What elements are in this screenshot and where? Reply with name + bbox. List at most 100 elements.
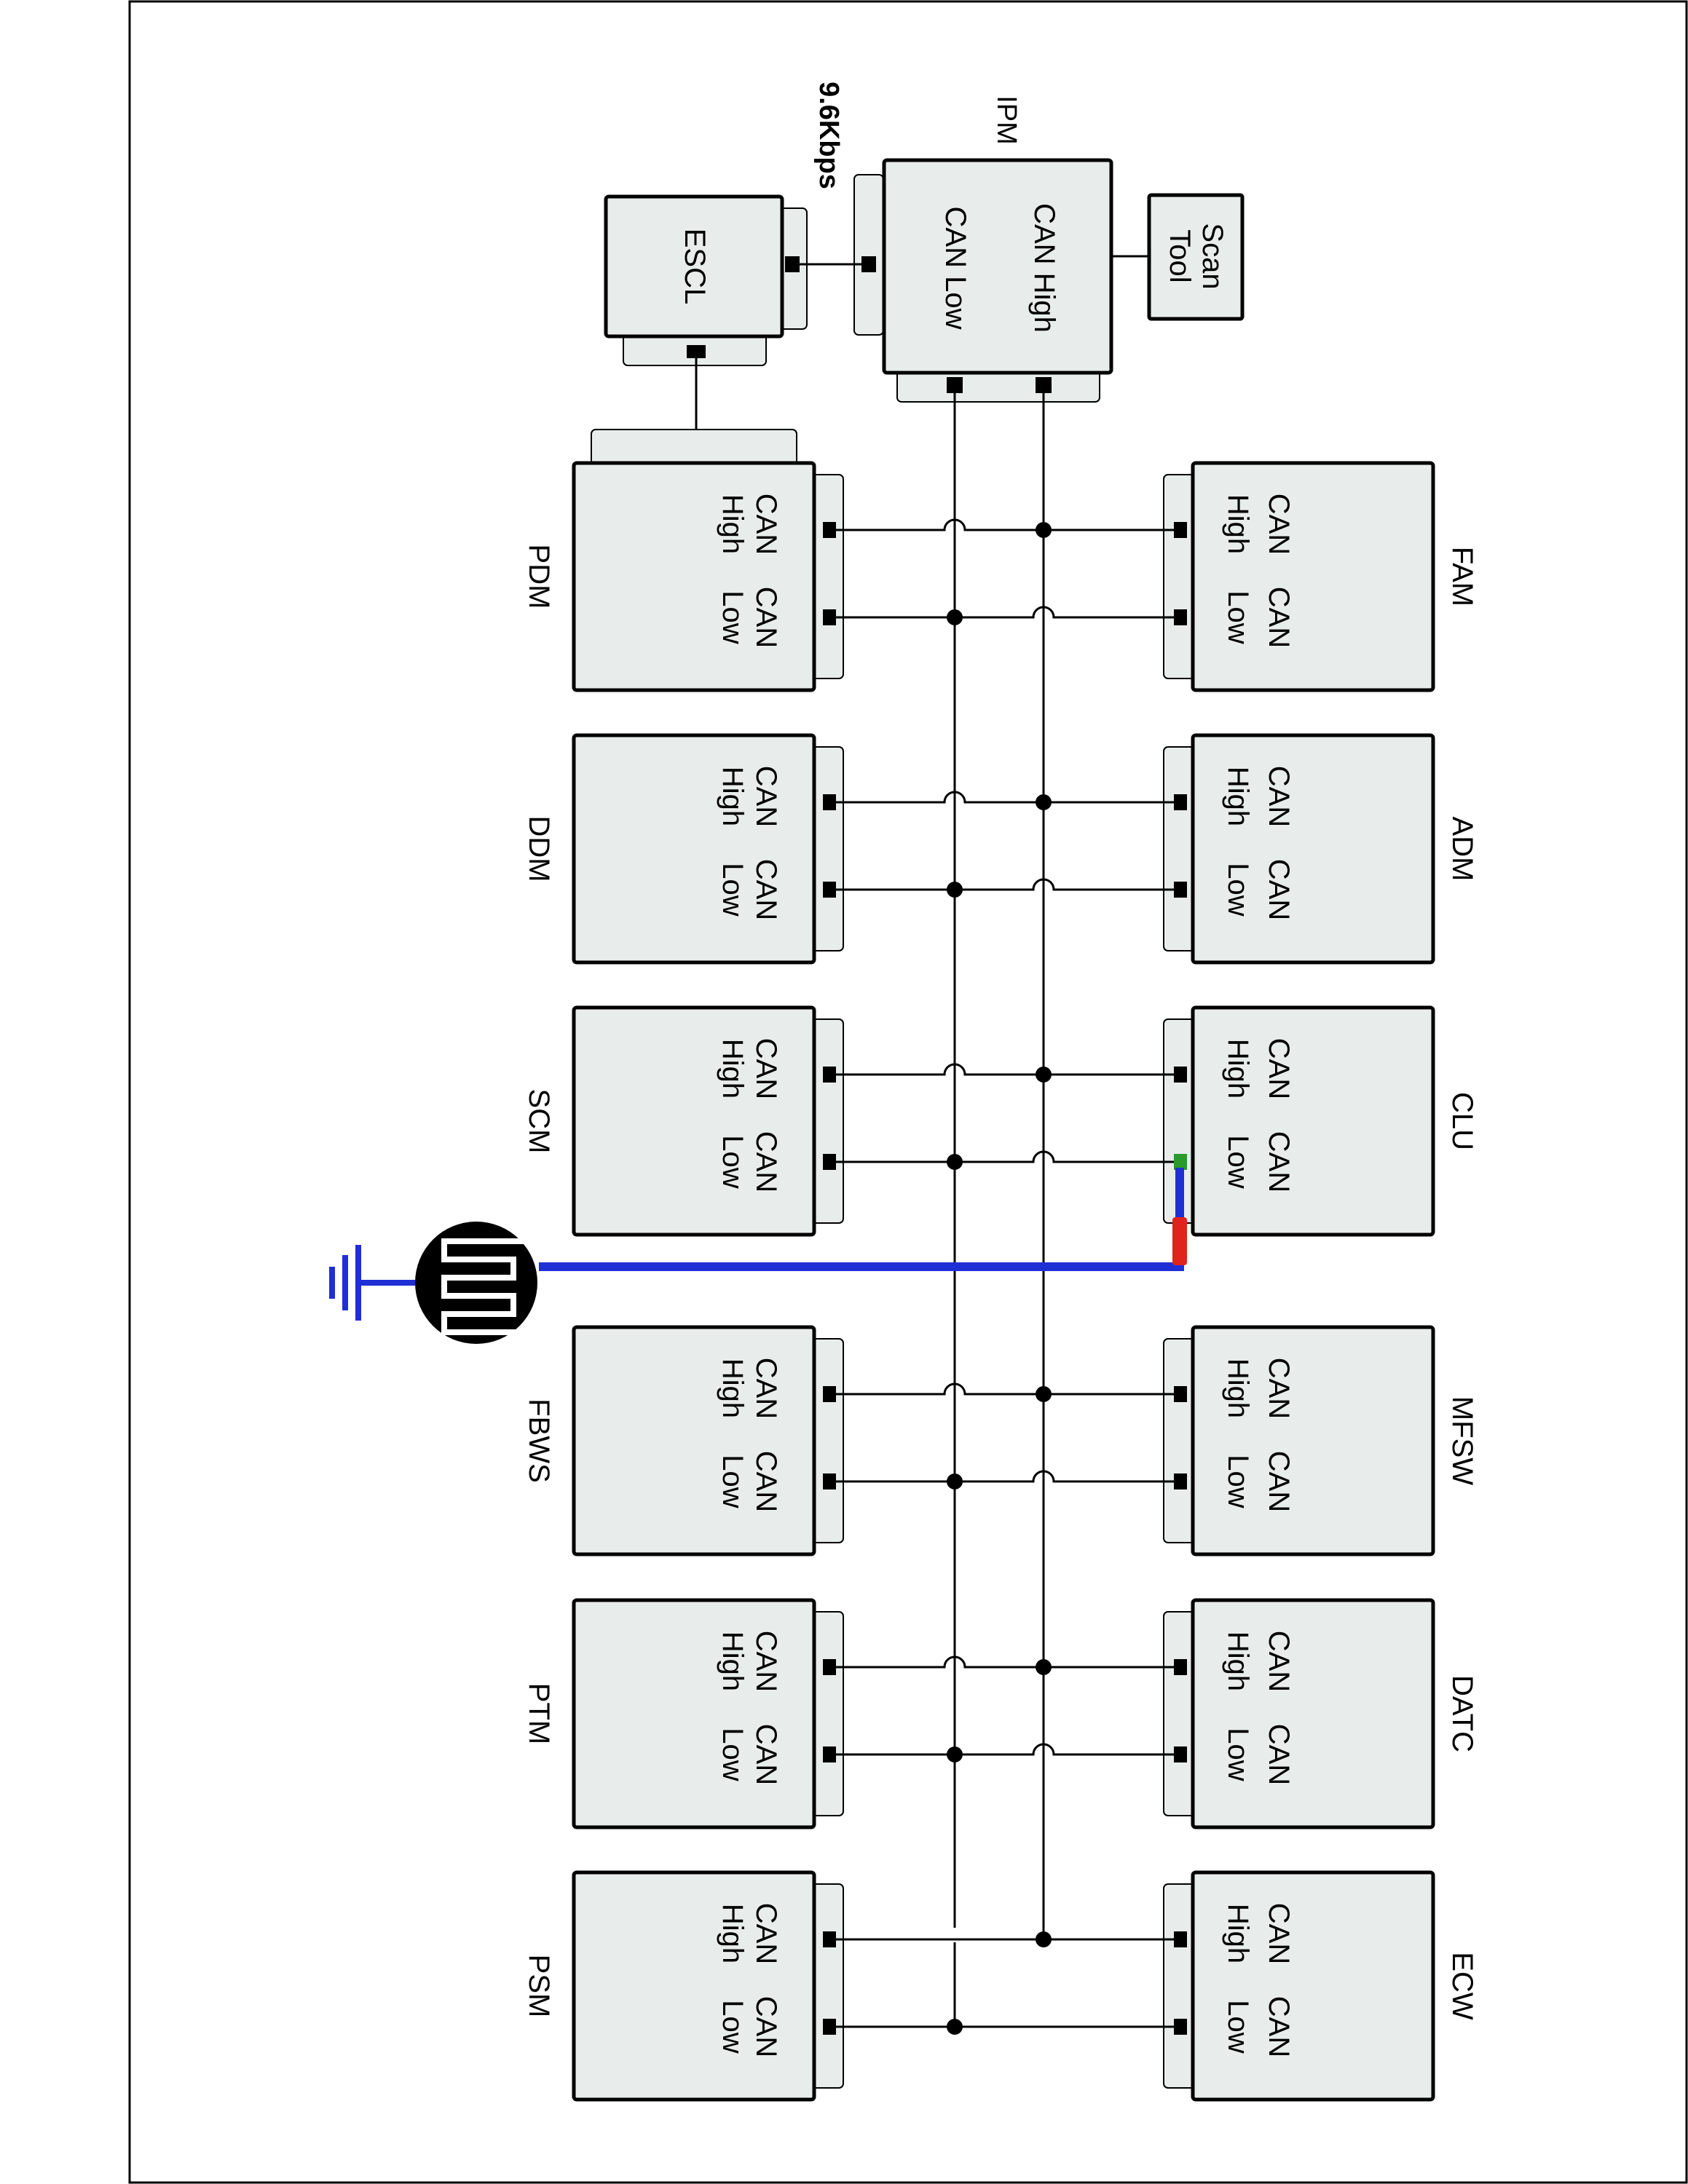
can-low-pin [823, 882, 836, 898]
module-name-label: PTM [523, 1683, 555, 1744]
can-low-pin [1174, 1473, 1187, 1489]
module-connector-shell [811, 746, 844, 951]
module-box [1191, 1598, 1435, 1829]
module-name-label: MFSW [1446, 1396, 1478, 1485]
can-low-pin [823, 2019, 836, 2035]
can-low-text: Low [717, 1728, 749, 1781]
can-low-text: CAN [1263, 859, 1295, 920]
can-high-text: High [717, 494, 749, 554]
page-border [128, 0, 1688, 2184]
can-high-text: CAN [1263, 1903, 1295, 1964]
psm-ecw-junctions [942, 1928, 1057, 2030]
can-high-text: High [1222, 1631, 1254, 1691]
module-name-label: CLU [1446, 1092, 1478, 1150]
module-name-label: ADM [1446, 817, 1478, 882]
module-box [1191, 1870, 1435, 2102]
can-high-stub-wire [836, 1928, 1044, 1941]
can-high-text: CAN [1263, 1038, 1295, 1099]
can-high-text: High [1222, 767, 1254, 826]
ground-fault-wire [539, 1168, 1184, 1271]
can-low-pin [1174, 1154, 1187, 1170]
can-high-pin [1174, 1067, 1187, 1083]
can-high-pin [1174, 1931, 1187, 1947]
ipm-connector-shell [853, 174, 884, 336]
can-high-text: CAN [750, 1631, 782, 1692]
can-low-text: Low [1222, 1728, 1254, 1781]
can-low-text: CAN [750, 1996, 782, 2057]
escl-lin-pin [785, 256, 800, 272]
module-connector-shell [811, 1611, 844, 1816]
module-name-label: PSM [523, 1955, 555, 2018]
module-box [572, 1598, 816, 1829]
module-name-label: FAM [1446, 547, 1478, 606]
ipm-box [882, 158, 1113, 375]
escl-box [604, 194, 784, 339]
module-box [1191, 461, 1435, 692]
can-low-text: CAN [1263, 1724, 1295, 1785]
module-name-label: ECW [1446, 1952, 1478, 2020]
escl-pdm-pin [687, 345, 706, 358]
module-box [1191, 1005, 1435, 1237]
ipm-can-low-label: CAN Low [939, 207, 971, 330]
can-low-pin [1174, 1746, 1187, 1762]
can-high-text: High [717, 1039, 749, 1099]
module-connector-shell [1163, 474, 1196, 679]
can-low-text: CAN [1263, 1996, 1295, 2057]
can-high-text: CAN [750, 494, 782, 555]
can-low-text: CAN [750, 1131, 782, 1192]
module-connector-shell [811, 1338, 844, 1543]
can-low-pin [823, 1154, 836, 1170]
module-connector-shell [1163, 1611, 1196, 1816]
can-high-text: CAN [750, 766, 782, 827]
can-high-text: CAN [750, 1903, 782, 1964]
module-box [572, 1325, 816, 1556]
can-low-stub-wire [955, 878, 1174, 891]
module-box [572, 1870, 816, 2102]
can-high-stub-wire [836, 518, 1044, 531]
scan-tool-label-line1: Scan [1196, 223, 1228, 289]
module-connector-shell [811, 1018, 844, 1224]
can-low-text: CAN [750, 587, 782, 648]
can-high-stub-wire [836, 1382, 1044, 1396]
can-high-pin [823, 794, 836, 810]
can-high-pin [1174, 522, 1187, 538]
can-low-pin [1174, 882, 1187, 898]
can-high-stub-wire [836, 791, 1044, 804]
module-name-label: DDM [523, 815, 555, 882]
can-low-text: Low [717, 863, 749, 916]
can-low-pin [823, 1746, 836, 1762]
can-high-text: High [717, 1631, 749, 1691]
can-low-text: Low [1222, 1455, 1254, 1508]
can-high-text: CAN [750, 1038, 782, 1099]
can-low-stub-wire [955, 606, 1174, 619]
can-high-pin [1174, 1659, 1187, 1675]
can-high-text: CAN [1263, 494, 1295, 555]
can-low-stub-wire [955, 1743, 1174, 1756]
scan-tool-label-line2: Tool [1164, 229, 1196, 282]
fault-marker [1172, 1217, 1187, 1265]
can-low-text: Low [1222, 2000, 1254, 2053]
module-connector-shell [811, 474, 844, 679]
module-connector-shell [1163, 746, 1196, 951]
module-box [1191, 1325, 1435, 1556]
can-low-text: Low [1222, 590, 1254, 644]
can-low-pin [823, 609, 836, 625]
can-low-pin [823, 1473, 836, 1489]
can-low-text: CAN [750, 1724, 782, 1785]
can-high-pin [823, 1067, 836, 1083]
escl-label: ESCL [679, 229, 711, 305]
can-low-text: CAN [1263, 1131, 1295, 1192]
can-high-text: High [717, 1358, 749, 1418]
ipm-can-high-label: CAN High [1028, 203, 1060, 333]
can-low-text: CAN [1263, 587, 1295, 648]
